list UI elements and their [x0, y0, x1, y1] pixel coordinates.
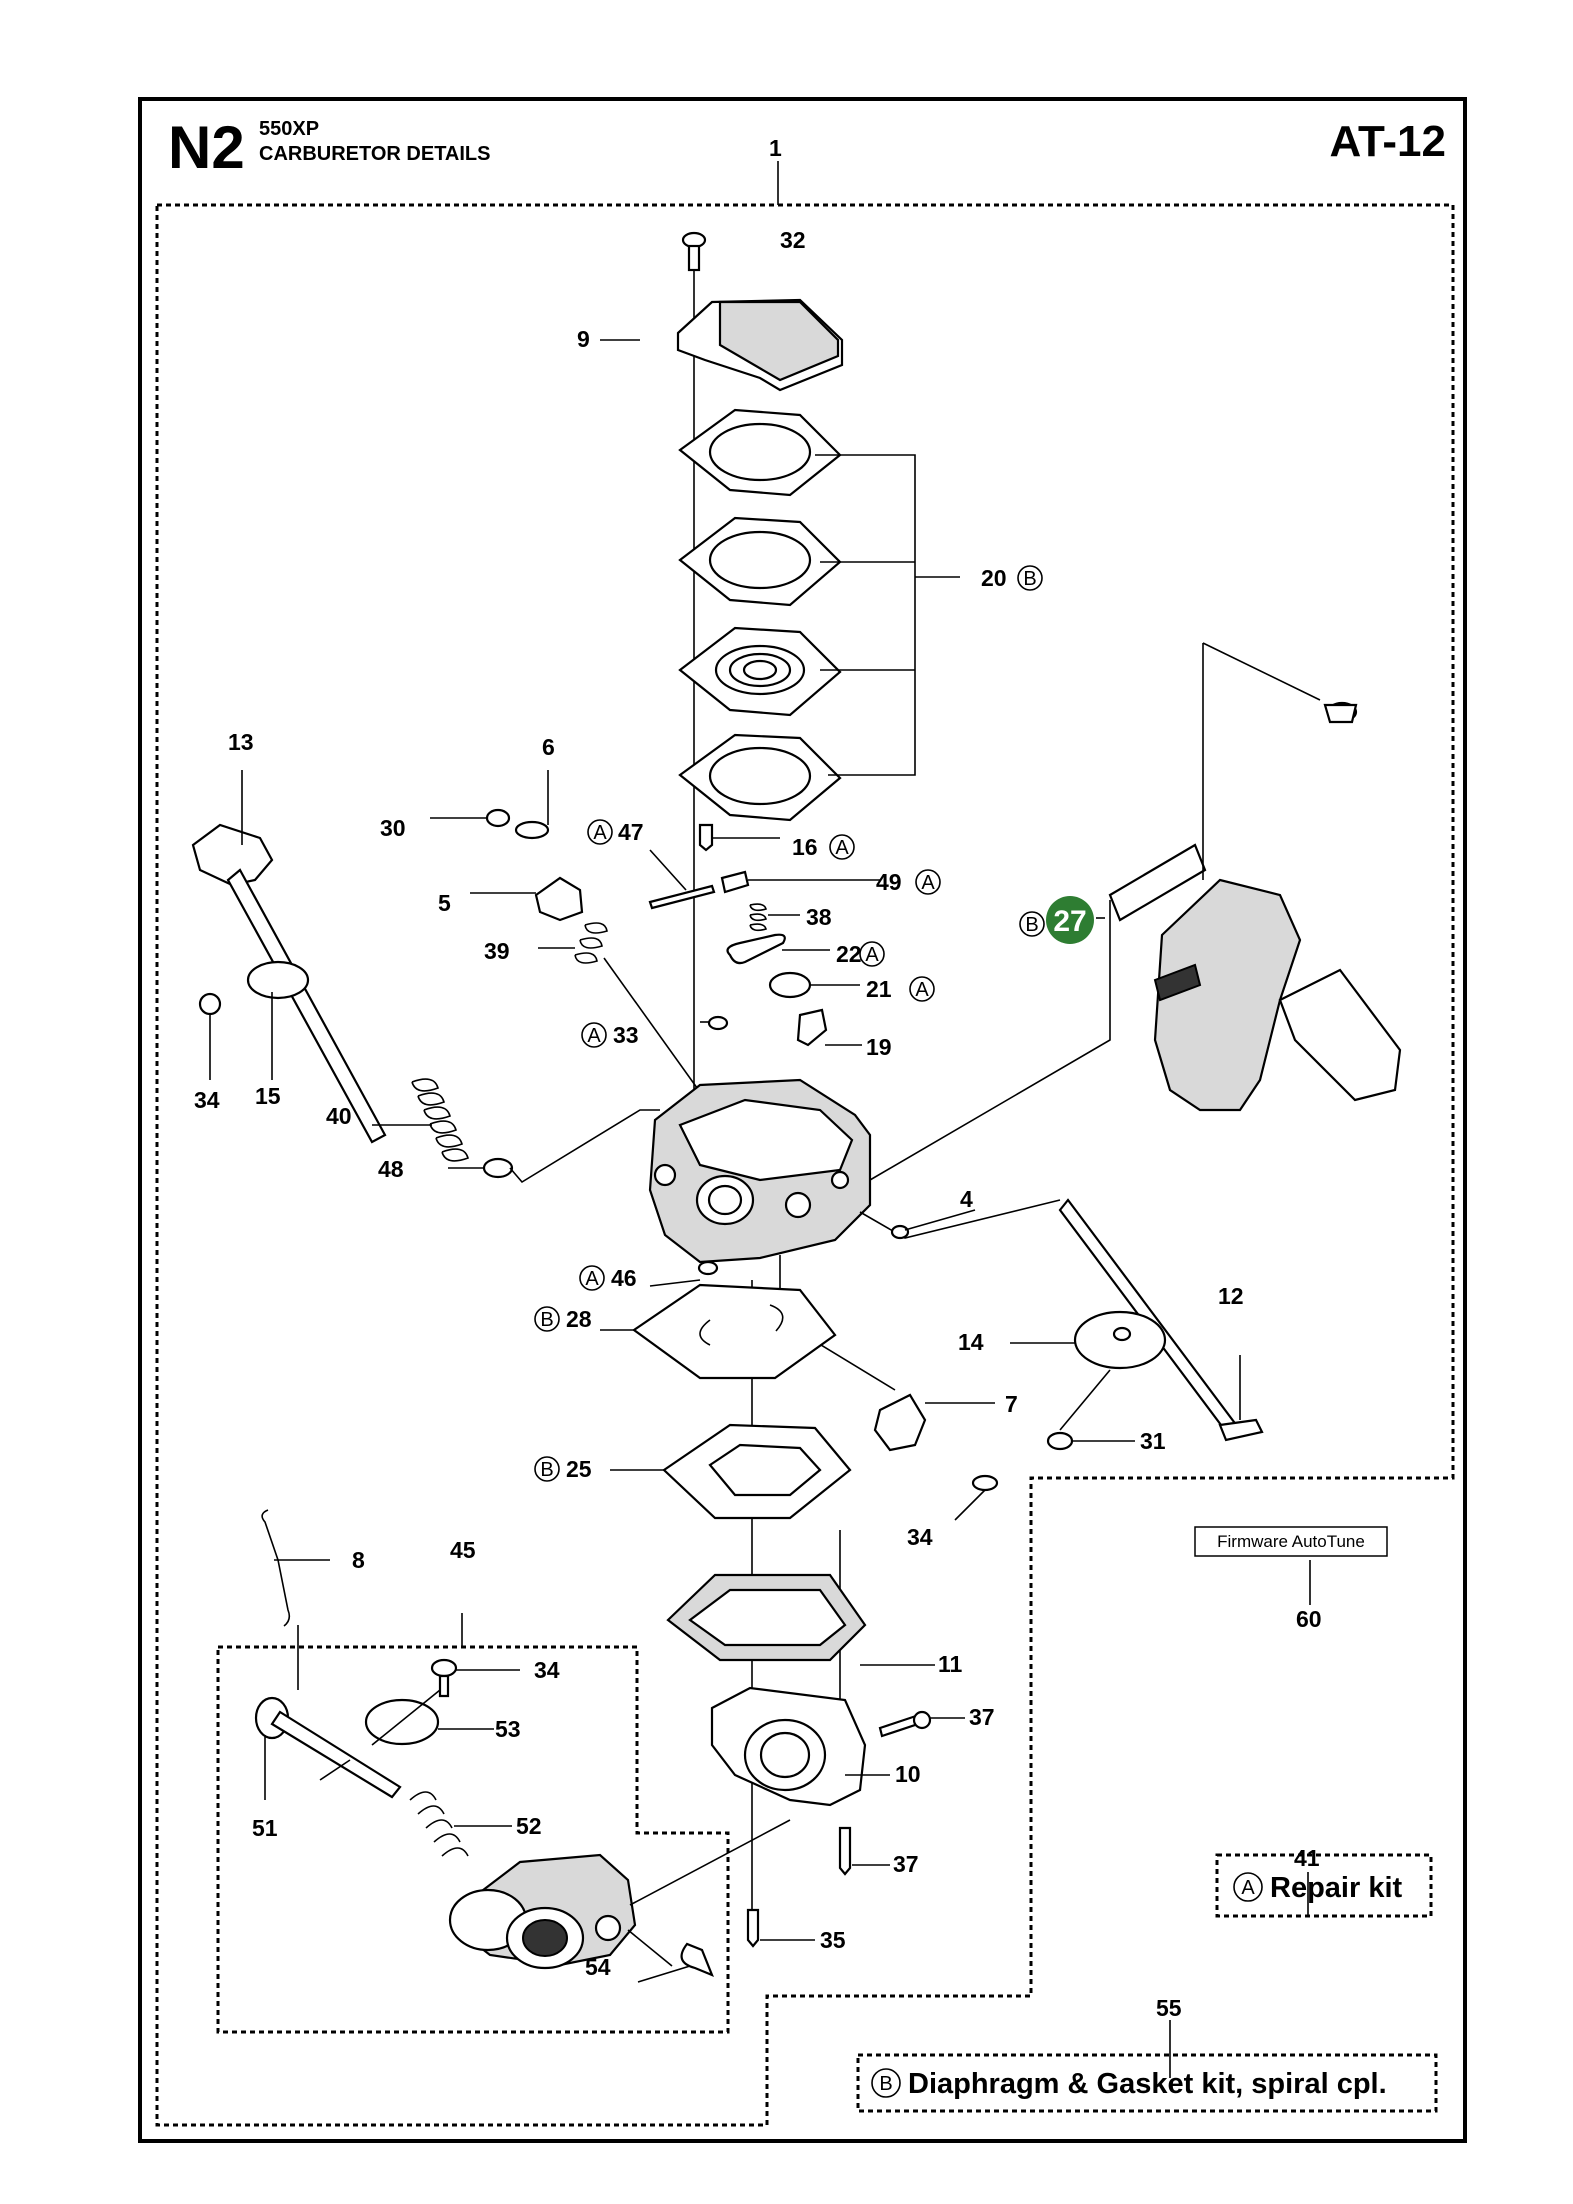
part-number: 25 — [566, 1456, 592, 1482]
carburetor-body-icon — [648, 900, 1111, 1391]
part-number: 1 — [769, 135, 782, 161]
part-number: 34 — [534, 1657, 560, 1683]
part-number: 37 — [969, 1704, 995, 1730]
choke-lever-icon — [430, 770, 721, 1121]
part-number: 34 — [194, 1087, 220, 1113]
page-code: AT-12 — [1329, 117, 1446, 166]
diaphragm-kit-label: Diaphragm & Gasket kit, spiral cpl. — [908, 2068, 1387, 2100]
part-number: 45 — [450, 1537, 476, 1563]
pump-gasket-icon — [610, 1423, 852, 1520]
firmware-label-box: Firmware AutoTune — [1194, 1526, 1388, 1557]
highlighted-part-number: 27 — [1053, 905, 1086, 938]
part-number: 38 — [806, 904, 832, 930]
part-number: 20 — [981, 565, 1007, 591]
part-number: 55 — [1156, 1995, 1182, 2021]
page-title: CARBURETOR DETAILS — [259, 143, 490, 165]
part-number: 51 — [252, 1815, 278, 1841]
svg-text:A: A — [587, 1025, 601, 1047]
needle-valve-icon — [648, 823, 880, 1047]
part-number: 13 — [228, 729, 254, 755]
diaphragm-kit-box: B Diaphragm & Gasket kit, spiral cpl. — [856, 2053, 1438, 2113]
part-number: 5 — [438, 890, 451, 916]
part-number: 52 — [516, 1813, 542, 1839]
svg-text:B: B — [1025, 914, 1038, 936]
idle-assembly-icon — [254, 1613, 791, 1983]
part-number: 41 — [1294, 1845, 1320, 1871]
svg-text:B: B — [1023, 568, 1036, 590]
part-number: 60 — [1296, 1606, 1322, 1632]
svg-text:B: B — [540, 1309, 553, 1331]
part-number: 37 — [893, 1851, 919, 1877]
svg-text:A: A — [921, 872, 935, 894]
assembly-boundary — [155, 203, 1455, 2127]
part-number: 39 — [484, 938, 510, 964]
part-number: 30 — [380, 815, 406, 841]
part-number: 28 — [566, 1306, 592, 1332]
part-number: 12 — [1218, 1283, 1244, 1309]
pump-housing-icon — [666, 1573, 965, 1948]
model-name: 550XP — [259, 118, 319, 140]
kit-markers: B A A A B A A A A B B — [534, 565, 1045, 1482]
spring-icon — [372, 1078, 469, 1162]
part-number: 10 — [895, 1761, 921, 1787]
part-number: 34 — [907, 1524, 933, 1550]
svg-text:B: B — [540, 1459, 553, 1481]
part-number: 15 — [255, 1083, 281, 1109]
part-number: 49 — [876, 869, 902, 895]
svg-text:A: A — [865, 944, 879, 966]
choke-shaft-icon — [890, 1198, 1264, 1451]
gasket-stack-icon — [678, 408, 960, 822]
part-number: 16 — [792, 834, 818, 860]
part-number: 33 — [613, 1022, 639, 1048]
pump-cover-icon — [676, 298, 844, 392]
part-number: 46 — [611, 1265, 637, 1291]
part-number-labels: 1 32 9 20 13 6 30 47 16 5 49 38 39 22 21… — [194, 135, 1322, 2021]
part-number: 8 — [352, 1547, 365, 1573]
part-number: 19 — [866, 1034, 892, 1060]
page-frame — [138, 97, 1467, 2143]
washer-icon — [448, 1109, 660, 1184]
svg-text:A: A — [835, 837, 849, 859]
part-number: 35 — [820, 1927, 846, 1953]
wire-rod-icon — [261, 1509, 330, 1690]
highlighted-part-badge[interactable]: 27 — [1046, 896, 1094, 944]
part-number: 6 — [542, 734, 555, 760]
part-number: 47 — [618, 819, 644, 845]
part-number: 31 — [1140, 1428, 1166, 1454]
svg-text:A: A — [585, 1268, 599, 1290]
repair-kit-label: Repair kit — [1270, 1872, 1402, 1904]
repair-kit-box: A Repair kit — [1215, 1853, 1433, 1918]
part-number: 53 — [495, 1716, 521, 1742]
part-number: 7 — [1005, 1391, 1018, 1417]
part-number: 48 — [378, 1156, 404, 1182]
part-number: 4 — [960, 1186, 973, 1212]
part-number: 32 — [780, 227, 806, 253]
part-number: 11 — [938, 1651, 963, 1677]
part-number: 54 — [585, 1954, 611, 1980]
svg-text:A: A — [593, 822, 607, 844]
screw-icon — [681, 231, 707, 272]
part-illustrations — [191, 161, 1402, 2078]
firmware-label: Firmware AutoTune — [1217, 1532, 1365, 1551]
sub-assembly-boundary — [216, 1645, 730, 2034]
svg-text:A: A — [915, 979, 929, 1001]
section-code: N2 — [168, 114, 245, 181]
part-number: 9 — [577, 326, 590, 352]
repair-kit-marker: A — [1241, 1877, 1255, 1899]
part-number: 40 — [326, 1103, 352, 1129]
throttle-shaft-icon — [191, 770, 387, 1144]
part-number: 21 — [866, 976, 892, 1002]
part-number: 22 — [836, 941, 862, 967]
part-number: 14 — [958, 1329, 984, 1355]
autotune-module-icon — [1096, 642, 1402, 1112]
metering-gasket-icon — [600, 1260, 999, 1521]
highlight-circle — [1046, 896, 1094, 944]
diaphragm-kit-marker: B — [879, 2073, 892, 2095]
